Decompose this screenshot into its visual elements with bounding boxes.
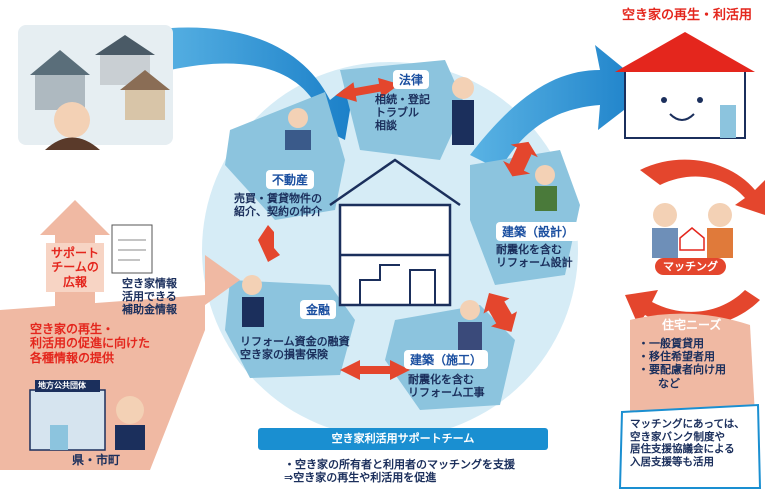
gov-line: 各種情報の提供 xyxy=(30,350,115,365)
note-line: 入居支援等も活用 xyxy=(630,455,714,468)
gov-info-text: 空き家の再生・ 利活用の促進に向けた 各種情報の提供 xyxy=(30,322,150,365)
team-bullet: ⇒空き家の再生や利活用を促進 xyxy=(284,471,437,485)
team-bullet: ・空き家の所有者と利用者のマッチングを支援 xyxy=(284,458,515,471)
gov-building-sign: 地方公共団体 xyxy=(38,381,86,390)
circle-to-result-arrow xyxy=(470,45,650,170)
needs-item: ・移住希望者用 xyxy=(638,350,715,364)
note-text: マッチングにあっては、 空き家バンク制度や 居住支援協議会による 入居支援等も活… xyxy=(630,418,745,468)
finance-title: 金融 xyxy=(300,300,337,319)
law-desc: 相続・登記 トラブル 相談 xyxy=(375,93,430,133)
info-line: 補助金情報 xyxy=(122,303,177,317)
link-arrows xyxy=(258,77,538,380)
team-banner: 空き家利活用サポートチーム xyxy=(258,428,548,450)
petal-realestate xyxy=(225,92,345,220)
needs-list: ・一般賃貸用 ・移住希望者用 ・要配慮者向け用 など xyxy=(638,337,726,390)
design-line: 耐震化を含む xyxy=(496,243,562,256)
matching-label: マッチング xyxy=(655,258,726,276)
note-box xyxy=(618,403,762,489)
law-line: トラブル xyxy=(375,106,419,120)
construction-line: リフォーム工事 xyxy=(408,386,485,400)
support-line: 広報 xyxy=(63,274,88,289)
law-line: 相談 xyxy=(375,119,397,133)
needs-item: など xyxy=(658,376,680,390)
petal-design xyxy=(470,150,580,285)
support-line: サポート xyxy=(51,246,100,260)
finance-line: 空き家の損害保険 xyxy=(240,348,328,362)
petal-law xyxy=(340,60,465,160)
construction-desc: 耐震化を含む リフォーム工事 xyxy=(408,373,485,399)
gov-building xyxy=(29,380,145,451)
design-line: リフォーム設計 xyxy=(496,256,573,270)
revitalized-house xyxy=(615,32,755,139)
law-line: 相続・登記 xyxy=(375,93,430,106)
gov-line: 空き家の再生・ xyxy=(30,322,115,336)
central-house xyxy=(329,158,461,307)
note-line: 空き家バンク制度や xyxy=(630,430,726,443)
finance-line: リフォーム資金の融資 xyxy=(240,335,350,348)
expert-avatars xyxy=(242,77,557,352)
petal-finance xyxy=(225,280,355,378)
realestate-desc: 売買・賃貸物件の 紹介、契約の仲介 xyxy=(234,192,322,218)
info-text: 空き家情報 活用できる 補助金情報 xyxy=(122,277,177,317)
result-title: 空き家の再生・利活用 xyxy=(622,8,753,23)
needs-item: ・要配慮者向け用 xyxy=(638,363,726,377)
construction-title: 建築（施工） xyxy=(404,350,489,369)
matching-illustration xyxy=(652,203,733,258)
note-line: マッチングにあっては、 xyxy=(630,418,745,430)
document-icon xyxy=(111,224,153,274)
info-line: 空き家情報 xyxy=(122,277,177,290)
note-line: 居住支援協議会による xyxy=(630,443,735,456)
owner-to-circle-arrow xyxy=(150,27,355,141)
needs-item: ・一般賃貸用 xyxy=(638,337,704,350)
owner-houses-illustration xyxy=(18,25,173,150)
realestate-title: 不動産 xyxy=(266,170,315,189)
owner-label: 空き家オーナー xyxy=(35,150,120,164)
support-pr-box: サポート チームの 広報 xyxy=(46,243,105,293)
finance-desc: リフォーム資金の融資 空き家の損害保険 xyxy=(240,335,350,361)
design-desc: 耐震化を含む リフォーム設計 xyxy=(496,243,573,269)
realestate-line: 紹介、契約の仲介 xyxy=(234,205,322,219)
team-bullets: ・空き家の所有者と利用者のマッチングを支援 ⇒空き家の再生や利活用を促進 xyxy=(284,458,515,484)
construction-line: 耐震化を含む xyxy=(408,373,474,386)
cycle-arrow-top xyxy=(640,159,765,215)
law-title: 法律 xyxy=(393,70,430,89)
pink-up-arrowhead xyxy=(40,200,110,235)
gov-label: 県・市町 xyxy=(72,453,121,467)
gov-line: 利活用の促進に向けた xyxy=(30,336,151,351)
needs-title: 住宅ニーズ xyxy=(662,318,722,332)
support-line: チームの xyxy=(51,260,99,275)
design-title: 建築（設計） xyxy=(496,222,581,241)
needs-blob xyxy=(630,313,755,418)
realestate-line: 売買・賃貸物件の xyxy=(234,192,322,205)
info-line: 活用できる xyxy=(122,290,177,304)
